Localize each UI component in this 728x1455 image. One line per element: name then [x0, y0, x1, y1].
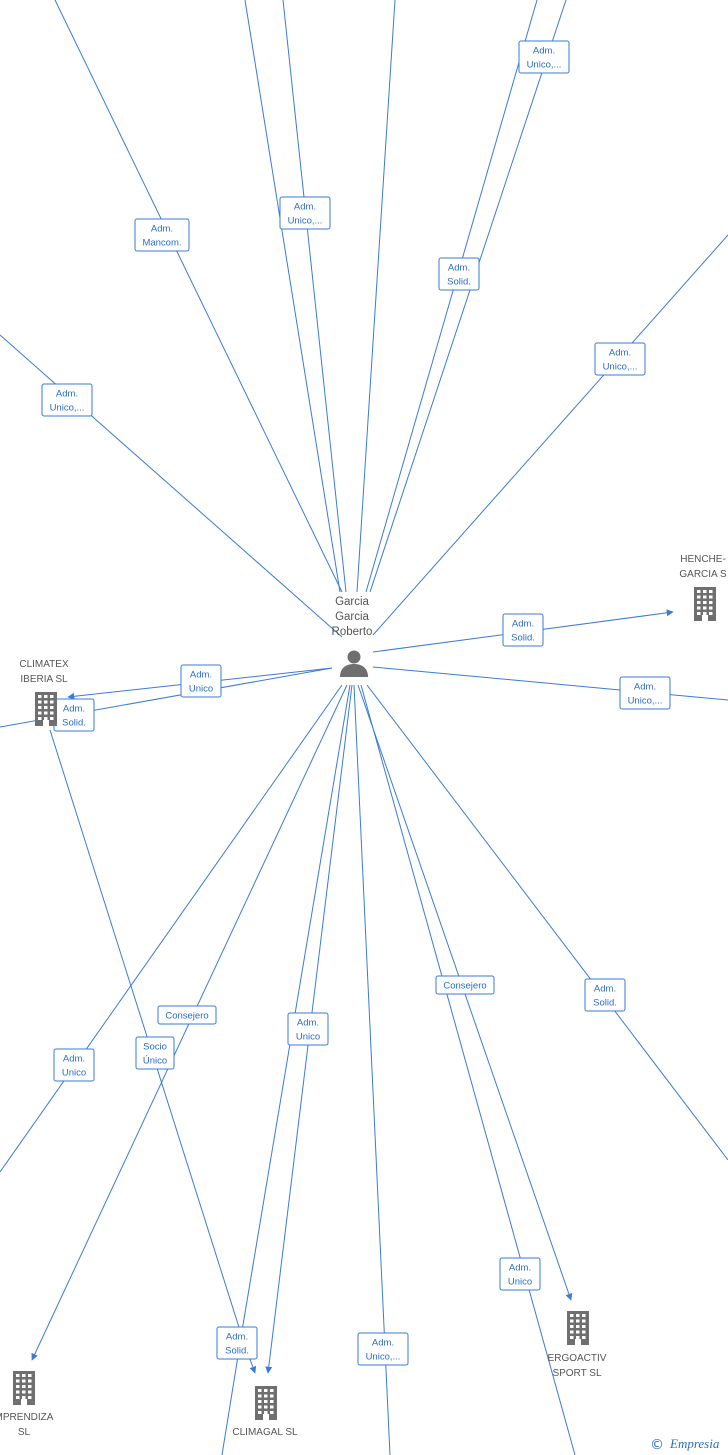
relation-edge [0, 684, 343, 1173]
person-name: Roberto [332, 626, 373, 638]
role-label-e5[interactable]: Adm. Unico,... [594, 342, 646, 376]
role-label-e4[interactable]: Adm. Solid. [438, 257, 480, 291]
role-label-text: Adm. [509, 1263, 531, 1274]
role-label-text: Socio [143, 1042, 167, 1053]
role-label-text: Adm. [63, 704, 85, 715]
company-node-climagal[interactable]: CLIMAGAL SL [232, 1386, 298, 1438]
company-name: SL [18, 1427, 31, 1438]
relation-edge [244, 0, 341, 593]
role-label-text: Unico,... [628, 696, 663, 707]
role-label-text: Adm. [512, 619, 534, 630]
role-label-e12[interactable]: Adm. Solid. [584, 978, 626, 1012]
role-label-text: Consejero [165, 1011, 208, 1022]
relation-edge [366, 684, 728, 1161]
role-label-text: Adm. [533, 46, 555, 57]
role-label-text: Adm. [609, 348, 631, 359]
role-label-text: Adm. [634, 682, 656, 693]
company-name: MPRENDIZA [0, 1412, 54, 1423]
relation-edge [369, 0, 567, 593]
company-name: GARCIA S [679, 569, 727, 580]
role-label-e1[interactable]: Adm. Unico,... [518, 40, 570, 74]
person-name: Garcia [335, 596, 369, 608]
role-label-text: Adm. [56, 389, 78, 400]
building-icon [35, 692, 57, 726]
role-label-text: Unico,... [288, 216, 323, 227]
building-icon [13, 1371, 35, 1405]
role-label-text: Adm. [294, 202, 316, 213]
role-label-text: Unico,... [603, 362, 638, 373]
role-label-e9[interactable]: Adm. Solid. [53, 698, 95, 732]
building-icon [255, 1386, 277, 1420]
role-label-text: Adm. [151, 224, 173, 235]
role-label-text: Solid. [62, 718, 86, 729]
company-name: HENCHE- [680, 554, 726, 565]
relation-edge [372, 666, 728, 701]
company-name: IBERIA SL [20, 674, 68, 685]
person-name: Garcia [335, 611, 369, 623]
role-label-e14[interactable]: Consejero [157, 1005, 217, 1025]
building-icon [567, 1311, 589, 1345]
role-label-e18[interactable]: Adm. Unico,... [357, 1332, 409, 1366]
role-label-text: Consejero [443, 981, 486, 992]
company-node-climatex[interactable]: CLIMATEX IBERIA SL [19, 659, 69, 726]
role-label-e8[interactable]: Adm. Unico [180, 664, 222, 698]
relation-edge [282, 0, 347, 593]
relation-edge [49, 729, 244, 1341]
role-label-text: Solid. [593, 998, 617, 1009]
role-label-text: Adm. [594, 984, 616, 995]
role-label-text: Unico,... [50, 403, 85, 414]
role-label-text: Adm. [190, 670, 212, 681]
relation-edge [360, 684, 576, 1455]
role-label-text: Unico [62, 1068, 86, 1079]
company-node-emprendiza[interactable]: MPRENDIZA SL [0, 1371, 54, 1438]
relation-edge [54, 0, 343, 593]
relation-edge [356, 0, 396, 593]
role-label-text: Adm. [226, 1332, 248, 1343]
role-label-text: Único [143, 1056, 167, 1067]
role-label-e3[interactable]: Adm. Unico,... [279, 196, 331, 230]
role-label-text: Unico,... [527, 60, 562, 71]
role-label-text: Mancom. [142, 238, 181, 249]
copyright-symbol: © [650, 1437, 664, 1453]
company-name: CLIMATEX [19, 659, 69, 670]
role-label-text: Unico [508, 1277, 532, 1288]
role-label-text: Adm. [297, 1018, 319, 1029]
role-label-e11[interactable]: Consejero [435, 975, 495, 995]
role-label-text: Solid. [511, 633, 535, 644]
role-label-text: Adm. [63, 1054, 85, 1065]
relation-edge [372, 234, 728, 636]
company-node-ergoactiv[interactable]: ERGOACTIV SPORT SL [548, 1311, 607, 1379]
role-label-text: Adm. [448, 263, 470, 274]
role-label-e6[interactable]: Adm. Unico,... [41, 383, 93, 417]
role-label-text: Adm. [372, 1338, 394, 1349]
role-label-e19[interactable]: Adm. Solid. [216, 1326, 258, 1360]
person-icon [340, 650, 368, 677]
company-name: ERGOACTIV [548, 1353, 607, 1364]
relation-edge [242, 684, 351, 1326]
relation-edge [353, 684, 391, 1455]
role-label-e13[interactable]: Adm. Unico [53, 1048, 95, 1082]
role-label-text: Solid. [225, 1346, 249, 1357]
role-label-e10[interactable]: Adm. Unico,... [619, 676, 671, 710]
role-label-e17[interactable]: Adm. Unico [499, 1257, 541, 1291]
role-label-e16[interactable]: Adm. Unico [287, 1012, 329, 1046]
role-label-text: Unico [296, 1032, 320, 1043]
company-name: CLIMAGAL SL [232, 1427, 298, 1438]
role-label-text: Unico,... [366, 1352, 401, 1363]
relation-edge [365, 0, 538, 593]
role-label-e7[interactable]: Adm. Solid. [502, 613, 544, 647]
building-icon [694, 587, 716, 621]
role-label-text: Unico [189, 684, 213, 695]
role-label-text: Solid. [447, 277, 471, 288]
brand-logo: Empresia [669, 1436, 720, 1451]
company-node-henche[interactable]: HENCHE- GARCIA S [679, 554, 727, 621]
role-label-e2[interactable]: Adm. Mancom. [134, 218, 190, 252]
company-name: SPORT SL [552, 1368, 602, 1379]
